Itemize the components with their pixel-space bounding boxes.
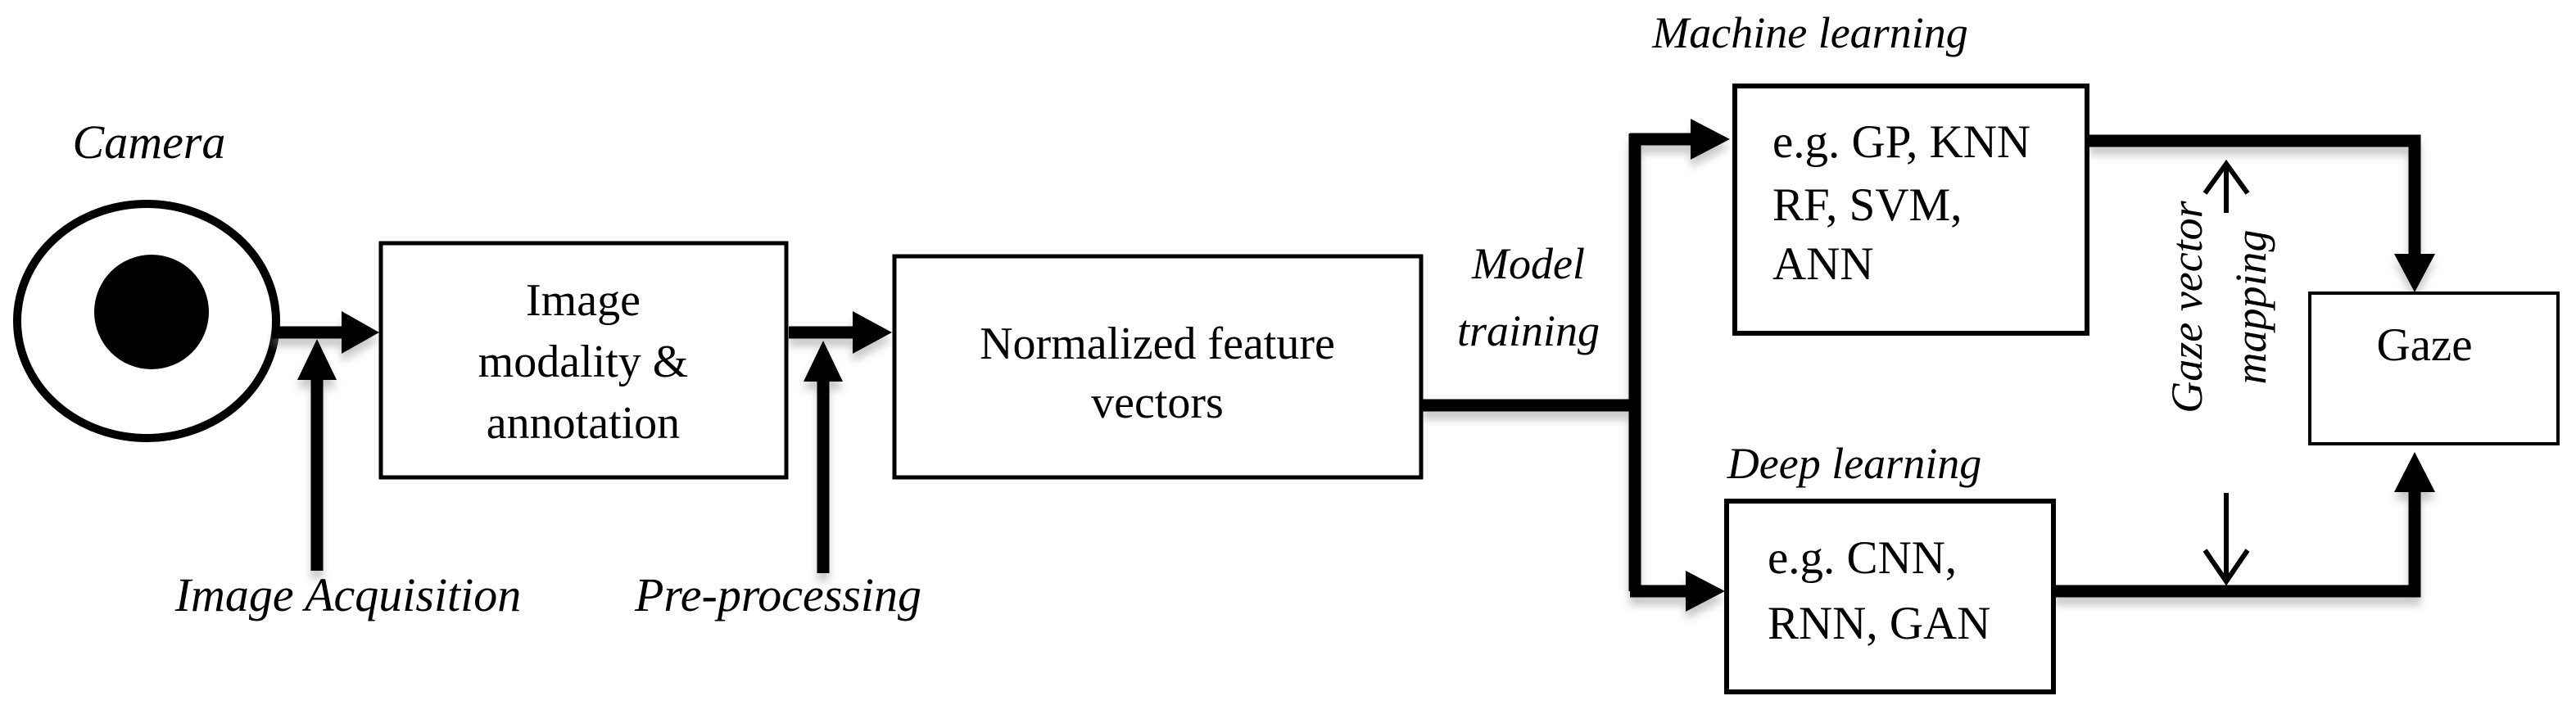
connector-dl-to-gaze: [2055, 452, 2435, 598]
thin-down-arrow: [2203, 493, 2250, 586]
image-modality-box: Image modality & annotation: [378, 241, 789, 480]
camera-label: Camera: [73, 115, 226, 169]
eye-pupil: [94, 255, 209, 369]
arrowhead-to-deep-learning: [1686, 571, 1725, 612]
gaze-vector-mapping-line2: mapping: [2226, 230, 2275, 385]
gaze-box: Gaze: [2308, 291, 2560, 445]
dl-line2: RNN, GAN: [1768, 598, 1990, 649]
arrow-image-acquisition-up: [297, 339, 337, 571]
image-modality-line2: modality &: [478, 337, 689, 387]
connector-ml-to-gaze: [2089, 134, 2435, 292]
thin-up-arrow: [2203, 159, 2250, 213]
model-training-line2: training: [1457, 306, 1600, 355]
gaze-vector-mapping-label: Gaze vector mapping: [2162, 200, 2275, 413]
image-acquisition-label: Image Acquisition: [174, 568, 522, 621]
ml-line3: ANN: [1772, 238, 1874, 290]
gaze-vector-mapping-line1: Gaze vector: [2162, 200, 2212, 413]
camera-eye-icon: [13, 200, 280, 442]
deep-learning-label: Deep learning: [1727, 439, 1981, 488]
connector-model-training-branch: [1423, 119, 1730, 612]
machine-learning-label: Machine learning: [1651, 8, 1967, 57]
gaze-box-label: Gaze: [2376, 319, 2472, 371]
arrow-preprocessing-up: [804, 341, 843, 573]
dl-line1: e.g. CNN,: [1768, 532, 1957, 584]
deep-learning-box: e.g. CNN, RNN, GAN: [1724, 499, 2056, 694]
preprocessing-label: Pre-processing: [634, 568, 921, 621]
machine-learning-box: e.g. GP, KNN RF, SVM, ANN: [1732, 84, 2089, 336]
image-modality-line1: Image: [526, 275, 641, 326]
ml-line2: RF, SVM,: [1772, 179, 1962, 231]
arrow-eye-to-image-modality: [272, 311, 379, 354]
arrowhead-to-machine-learning: [1691, 119, 1730, 160]
ml-line1: e.g. GP, KNN: [1772, 116, 2030, 168]
arrow-modality-to-features: [789, 311, 892, 354]
image-modality-line3: annotation: [487, 398, 680, 449]
connector-layer: [272, 119, 2435, 612]
normalized-features-line1: Normalized feature: [980, 319, 1335, 369]
model-training-line1: Model: [1471, 239, 1585, 288]
normalized-features-line2: vectors: [1091, 377, 1224, 428]
normalized-features-box: Normalized feature vectors: [892, 254, 1424, 480]
model-training-label: Model training: [1457, 239, 1600, 355]
